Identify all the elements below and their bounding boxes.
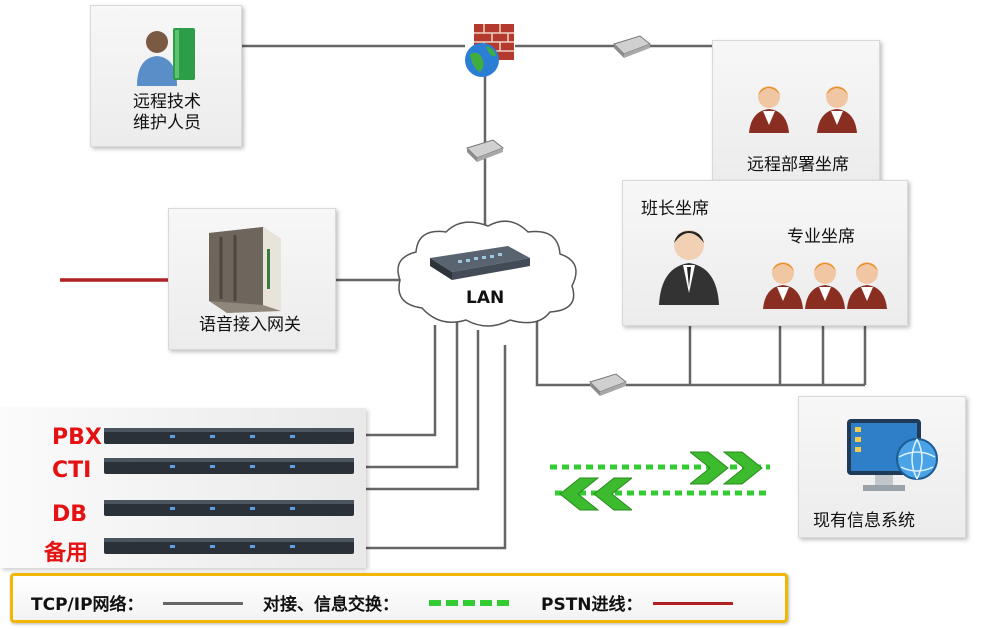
legend-tcpip-line [163, 602, 243, 605]
seats-panel: 班长坐席 专业坐席 [622, 180, 908, 326]
firewall-icon [465, 24, 514, 77]
server-label-cti: CTI [52, 458, 92, 483]
legend: TCP/IP网络： 对接、信息交换： PSTN进线： [10, 573, 788, 623]
server-icon [104, 458, 354, 474]
legend-exchange-line [429, 600, 509, 606]
server-label-db: DB [52, 502, 88, 527]
user-icon [137, 28, 195, 86]
team-leader-label: 班长坐席 [641, 199, 709, 219]
existing-system-panel: 现有信息系统 [798, 396, 966, 538]
headset-agent-icon [847, 262, 887, 309]
remote-tech-panel: 远程技术 维护人员 [90, 5, 242, 147]
pro-seats-label: 专业坐席 [787, 227, 855, 247]
remote-tech-label: 远程技术 维护人员 [133, 92, 201, 134]
headset-agent-icon [763, 262, 803, 309]
headset-agent-icon [749, 86, 789, 133]
router-icon [466, 139, 504, 162]
remote-seats-label: 远程部署坐席 [747, 155, 849, 175]
legend-pstn-line [653, 602, 733, 605]
server-label-backup: 备用 [44, 541, 89, 566]
switch-icon [430, 246, 530, 280]
voice-gateway-panel: 语音接入网关 [168, 208, 336, 350]
headset-agent-icon [805, 262, 845, 309]
team-leader-icon [659, 230, 719, 305]
gateway-icon [209, 227, 281, 313]
voice-gateway-label: 语音接入网关 [199, 315, 301, 335]
legend-exchange-label: 对接、信息交换： [263, 595, 399, 615]
legend-tcpip-label: TCP/IP网络： [31, 595, 144, 615]
legend-pstn-label: PSTN进线： [541, 595, 643, 615]
lan-label: LAN [466, 288, 505, 308]
arrow-left-icon [559, 477, 632, 511]
monitor-icon [847, 419, 938, 491]
server-icon [104, 538, 354, 554]
server-icon [104, 428, 354, 444]
arrow-right-icon [690, 451, 763, 485]
server-label-pbx: PBX [52, 425, 102, 450]
existing-system-label: 现有信息系统 [813, 511, 915, 531]
router-icon [589, 373, 627, 396]
headset-agent-icon [817, 86, 857, 133]
router-icon [613, 35, 651, 58]
line-lan-router2 [535, 310, 590, 387]
servers-graphic [104, 428, 354, 554]
remote-seats-panel: 远程部署坐席 [712, 40, 880, 182]
line-pbx-lan [350, 325, 437, 437]
server-icon [104, 500, 354, 516]
